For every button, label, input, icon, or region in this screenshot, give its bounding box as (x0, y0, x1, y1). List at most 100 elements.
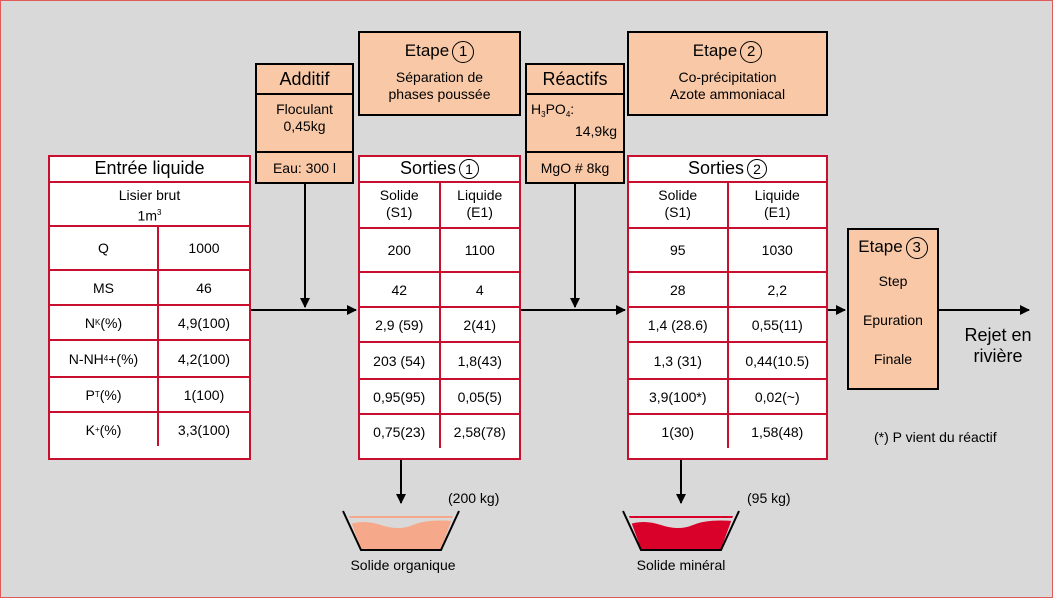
sorties2-row: 95 1030 (629, 229, 826, 273)
reactifs-title: Réactifs (527, 65, 623, 95)
reactifs-po: PO (545, 101, 566, 117)
sorties2-row: 3,9(100*)0,02(~) (629, 380, 826, 415)
additif-eau: Eau: 300 l (272, 160, 337, 176)
reactifs-formula: H3PO4: (527, 101, 623, 123)
sorties1-colheads: Solide(S1) Liquide(E1) (360, 183, 519, 229)
sorties1-col2-b: (E1) (466, 204, 493, 220)
etape2-title: Etape (692, 41, 738, 60)
entree-row-value: 4,9(100) (177, 314, 231, 331)
entree-row-label: MS (50, 271, 159, 304)
sorties2-cell: 1030 (761, 242, 793, 258)
entree-title: Entrée liquide (50, 157, 249, 183)
sorties1-col2: Liquide(E1) (441, 183, 520, 227)
sorties1-number: 1 (459, 159, 480, 180)
sorties1-row: 0,75(23) 2,58(78) (360, 415, 519, 448)
etape3-line2: Epuration (863, 311, 923, 328)
sorties1-cell: 2,9 (59) (360, 308, 441, 341)
sorties1-cell: 2,58(78) (453, 423, 506, 440)
entree-row-label-main: N (84, 314, 95, 331)
additif-title: Additif (257, 65, 352, 95)
reactifs-mgo: MgO # 8kg (540, 160, 610, 176)
sorties2-cell: 0,44(10.5) (745, 352, 810, 369)
sorties2-cell: 28 (629, 273, 729, 306)
sorties2-col1-b: (S1) (664, 204, 691, 220)
entree-row-label-sub: T (94, 390, 100, 399)
reactifs-h-sub: 3 (541, 110, 546, 119)
entree-row-label-tail: (%) (99, 421, 122, 438)
sorties2-col1: Solide(S1) (629, 183, 729, 227)
additif-line2: 0,45kg (283, 118, 326, 134)
sorties2-row: 1(30)1,58(48) (629, 415, 826, 448)
sorties2-cell: 1(30) (629, 415, 729, 448)
sorties2-colheads: Solide(S1) Liquide(E1) (629, 183, 826, 229)
bin-organic-label: Solide organique (350, 557, 456, 573)
sorties2-row: 1,4 (28.6) 0,55(11) (629, 308, 826, 343)
etape2-line2: Azote ammoniacal (669, 85, 786, 102)
bin-mineral-label: Solide minéral (636, 557, 726, 573)
sorties2-cell: 1,4 (28.6) (629, 308, 729, 341)
entree-row: K+(%)3,3(100) (50, 413, 249, 446)
sorties2-cell: 1,3 (31) (629, 343, 729, 378)
reactifs-po-sub: 4 (565, 110, 571, 119)
sorties1-cell: 1,8(43) (457, 352, 502, 369)
sorties1-cell: 2(41) (463, 316, 497, 333)
etape1-number: 1 (452, 40, 475, 63)
reactifs-line2: 14,9kg (574, 123, 617, 139)
sorties1-row: 2,9 (59) 2(41) (360, 308, 519, 343)
etape1-title: Etape (404, 41, 450, 60)
sorties1-col1-a: Solide (379, 187, 419, 203)
sorties2-cell: 0,55(11) (751, 316, 803, 333)
sorties2-cell: 95 (629, 229, 729, 271)
entree-row-value: 1(100) (183, 386, 225, 403)
etape3-line1: Step (878, 272, 908, 289)
sorties2-col1-a: Solide (658, 187, 698, 203)
entree-row-label-main: P (85, 386, 95, 403)
additif-body: Floculant 0,45kg (257, 95, 352, 153)
sorties1-weight: (200 kg) (448, 490, 500, 506)
footnote: (*) P vient du réactif (874, 429, 997, 445)
sorties1-col1: Solide(S1) (360, 183, 441, 227)
reactifs-colon: : (570, 101, 575, 117)
sorties2-cell: 2,2 (767, 281, 787, 298)
etape2-number: 2 (740, 40, 763, 63)
etape2-line1: Co-précipitation (678, 68, 777, 85)
sorties2-cell: 3,9(100*) (629, 380, 729, 413)
entree-subheader: Lisier brut 1m3 (50, 183, 249, 227)
sorties2-col2-b: (E1) (764, 204, 791, 220)
sorties1-col1-b: (S1) (386, 204, 413, 220)
sorties1-cell: 42 (360, 273, 441, 306)
sorties2-weight: (95 kg) (747, 490, 791, 506)
entree-row-label-sub: K (95, 318, 101, 327)
entree-sub1: Lisier brut (118, 187, 181, 203)
etape1-line1: Séparation de (395, 68, 484, 85)
entree-row-label: Q (50, 227, 159, 269)
entree-row-label-tail: +(%) (108, 350, 139, 367)
entree-row-label-tail: (%) (100, 314, 123, 331)
entree-row-value: 3,3(100) (177, 421, 231, 438)
reactifs-box: Réactifs H3PO4: 14,9kg MgO # 8kg (525, 63, 625, 184)
etape3-line3: Finale (873, 350, 913, 367)
sorties1-cell: 0,75(23) (360, 415, 441, 448)
additif-box: Additif Floculant 0,45kg Eau: 300 l (255, 63, 354, 184)
sorties2-col2: Liquide(E1) (729, 183, 827, 227)
sorties1-cell: 0,95(95) (360, 380, 441, 413)
sorties2-title: Sorties (687, 158, 745, 178)
